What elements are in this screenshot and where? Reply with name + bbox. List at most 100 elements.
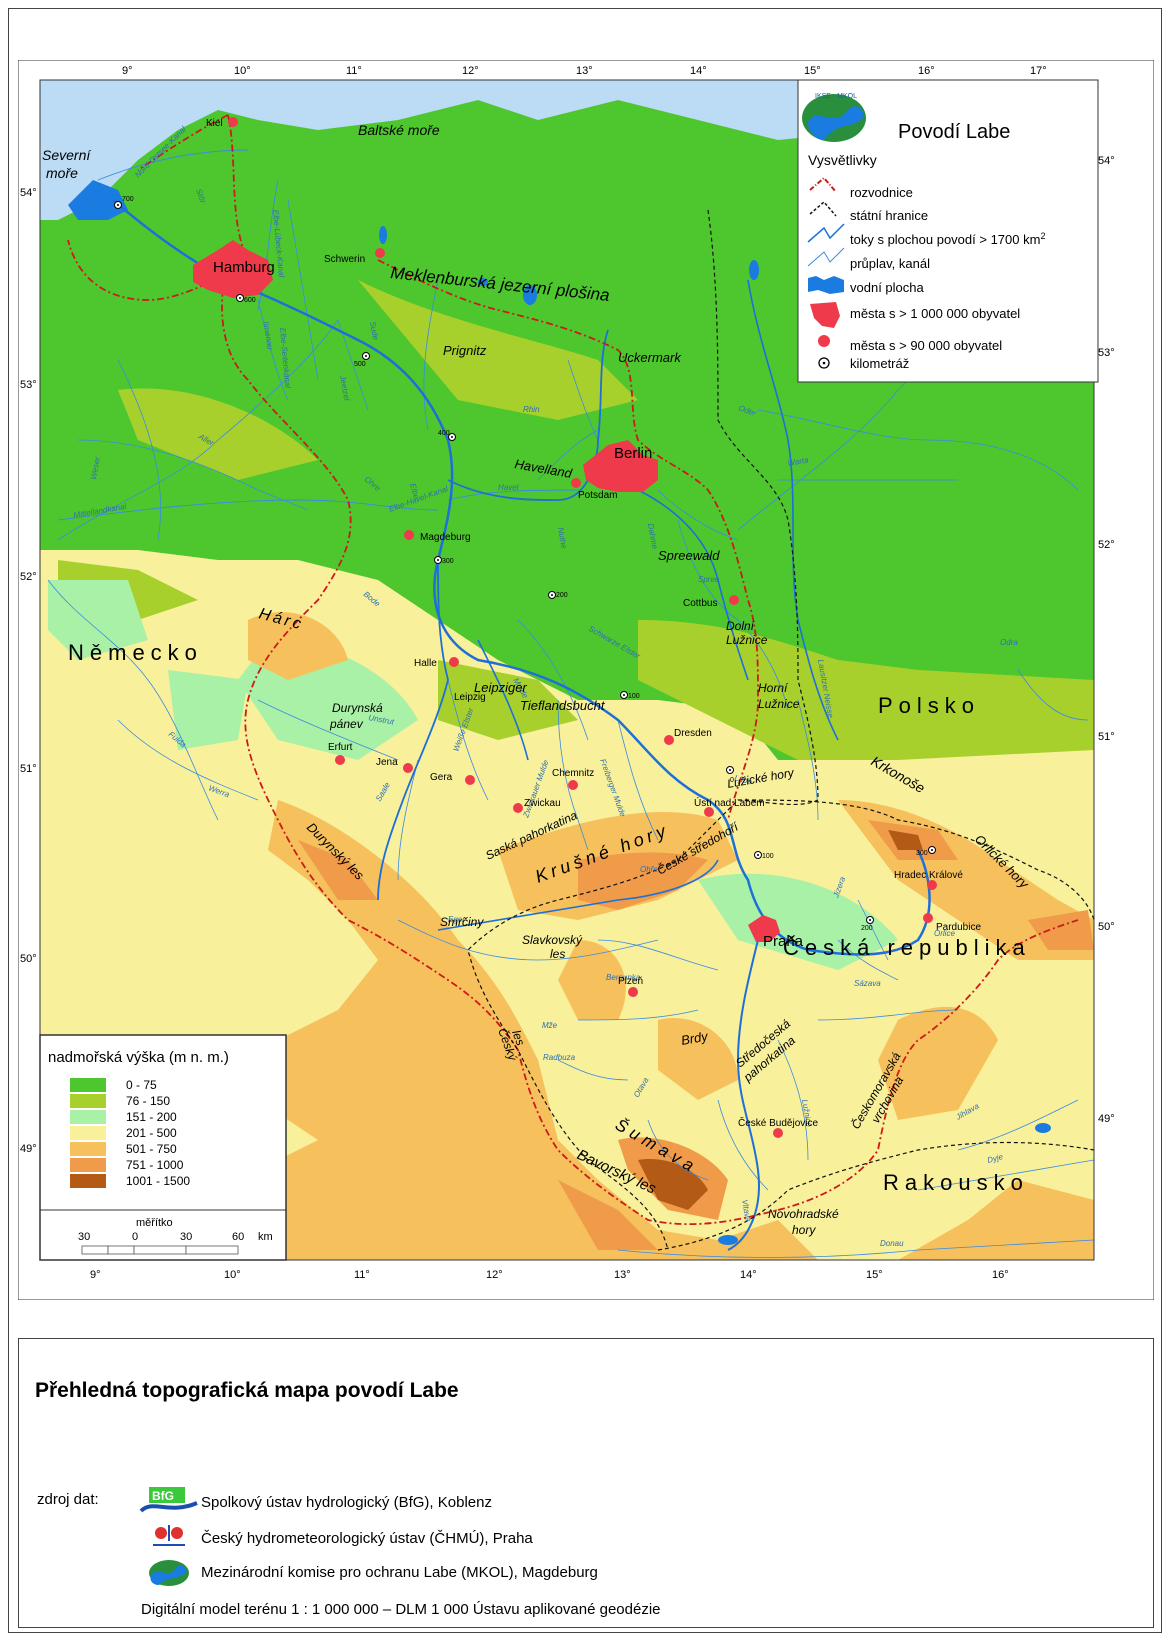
svg-text:53°: 53°: [20, 379, 37, 391]
river-label: Eger: [448, 915, 465, 924]
chmu-logo-icon: [139, 1521, 189, 1555]
km-label: 300: [442, 558, 454, 565]
elevation-swatch: [70, 1094, 106, 1108]
source-heading: zdroj dat:: [37, 1491, 99, 1508]
svg-text:52°: 52°: [20, 571, 37, 583]
km-label: 100: [628, 693, 640, 700]
scale-bar: [81, 1245, 239, 1255]
spree-river: [637, 489, 749, 681]
river-label: Dyje: [986, 1152, 1004, 1165]
km-label: 400: [438, 430, 450, 437]
north-sea: [40, 120, 118, 210]
region-label: Slavkovský: [522, 933, 583, 947]
city-label: Hamburg: [213, 259, 275, 276]
city-label: Pardubice: [936, 922, 981, 933]
legend-item-label: města s > 1 000 000 obyvatel: [850, 306, 1020, 321]
footer-panel: Přehledná topografická mapa povodí Labe …: [18, 1338, 1154, 1628]
legend-heading: Vysvětlivky: [808, 152, 877, 168]
svg-text:10°: 10°: [234, 65, 251, 77]
ikse-mkol-logo: IKSE · MKOL: [802, 93, 866, 142]
country-label: Polsko: [878, 693, 980, 718]
city-label: Chemnitz: [552, 768, 594, 779]
elbe-basin-map: 700 600 500 400 300 200 100 0 100 200 30…: [18, 60, 1154, 1300]
oder-lagoon: [749, 260, 759, 280]
river-label: Sude: [368, 321, 380, 342]
river-label: Spree: [698, 575, 720, 584]
svg-text:52°: 52°: [1098, 539, 1115, 551]
longitude-ticks-top: 9° 10° 11° 12° 13° 14° 15° 16° 17°: [122, 65, 1047, 77]
elevation-label: 76 - 150: [126, 1094, 170, 1108]
legend-item-label: průplav, kanál: [850, 256, 930, 271]
region-label: hory: [792, 1223, 816, 1237]
source-text: Český hydrometeorologický ústav (ČHMÚ), …: [201, 1529, 533, 1547]
dtm-note: Digitální model terénu 1 : 1 000 000 – D…: [141, 1601, 661, 1618]
city-label: Potsdam: [578, 490, 617, 501]
city-label: Magdeburg: [420, 532, 471, 543]
svg-text:53°: 53°: [1098, 347, 1115, 359]
longitude-ticks-bottom: 9° 10° 11° 12° 13° 14° 15° 16°: [90, 1269, 1009, 1281]
state-border: [467, 209, 1094, 1251]
transition-terrain: [58, 280, 1094, 760]
city-dots: [228, 117, 937, 1138]
upland-terrain-751-1000: [298, 820, 1094, 1250]
elevation-swatch: [70, 1078, 106, 1092]
river-label: Radbuza: [543, 1053, 576, 1062]
river-icon: [807, 223, 845, 243]
svg-text:IKSE · MKOL: IKSE · MKOL: [815, 93, 857, 100]
city-label: Hradec Králové: [894, 870, 963, 881]
km-label: 100: [762, 853, 774, 860]
region-label: Tieflandsbucht: [520, 698, 606, 713]
svg-text:49°: 49°: [1098, 1113, 1115, 1125]
map-legend: IKSE · MKOL Povodí Labe Vysvětlivky rozv…: [797, 79, 1099, 383]
svg-text:12°: 12°: [462, 65, 479, 77]
river-label: Odra: [1000, 638, 1018, 647]
lipno-reservoir: [718, 1235, 738, 1245]
region-label: Brdy: [680, 1028, 710, 1048]
svg-text:13°: 13°: [576, 65, 593, 77]
legend-item-label: vodní plocha: [850, 280, 924, 295]
river-label: Mže: [542, 1021, 558, 1030]
svg-text:15°: 15°: [804, 65, 821, 77]
elbe-river: [112, 199, 931, 956]
region-label: Spreewald: [658, 548, 720, 563]
kilometre-marker-centers: [117, 204, 933, 921]
river-label: Nuthe: [556, 527, 569, 550]
river-label: Weser: [89, 456, 102, 481]
upland-terrain-501-750: [40, 612, 1094, 1260]
city-label: Schwerin: [324, 254, 365, 265]
svg-text:10°: 10°: [224, 1269, 241, 1281]
river-label: Vltava: [740, 1199, 753, 1223]
region-label: Novohradské: [768, 1207, 839, 1221]
sea-label: Baltské moře: [358, 122, 440, 138]
legend-item-label: kilometráž: [850, 356, 909, 371]
km-label: 0: [730, 777, 734, 784]
svg-text:BfG: BfG: [152, 1489, 174, 1503]
elevation-swatch: [70, 1174, 106, 1188]
svg-text:49°: 49°: [20, 1143, 37, 1155]
watershed-line: [67, 114, 1079, 1225]
elevation-swatch: [70, 1126, 106, 1140]
svg-text:54°: 54°: [20, 187, 37, 199]
legend-item-label: toky s plochou povodí > 1700 km2: [850, 231, 1045, 247]
source-row: BfG Spolkový ústav hydrologický (BfG), K…: [139, 1485, 492, 1519]
region-label: Prignitz: [443, 343, 487, 358]
scale-unit: km: [258, 1231, 273, 1243]
svg-text:11°: 11°: [346, 65, 362, 77]
large-city-icon: [810, 302, 840, 328]
watershed-line-icon: [809, 176, 837, 193]
river-label: Havel: [498, 483, 519, 492]
km-label: 700: [122, 196, 134, 203]
bfg-logo-icon: BfG: [139, 1485, 198, 1519]
source-row: Mezinárodní komise pro ochranu Labe (MKO…: [139, 1555, 598, 1589]
map-inner-border: [39, 79, 1095, 1261]
river-label: Sázava: [854, 979, 881, 988]
city-label: Ústí nad Labem: [694, 796, 765, 809]
river-label: Elbe: [408, 482, 421, 500]
svg-text:17°: 17°: [1030, 65, 1047, 77]
latitude-ticks-right: 54° 53° 52° 51° 50° 49°: [1098, 155, 1115, 1125]
legend-title: Povodí Labe: [898, 121, 1010, 143]
km-label: 200: [861, 925, 873, 932]
river-label: Warta: [787, 455, 810, 468]
region-label: Lužnice: [726, 633, 768, 647]
muritz-lake: [523, 285, 537, 305]
